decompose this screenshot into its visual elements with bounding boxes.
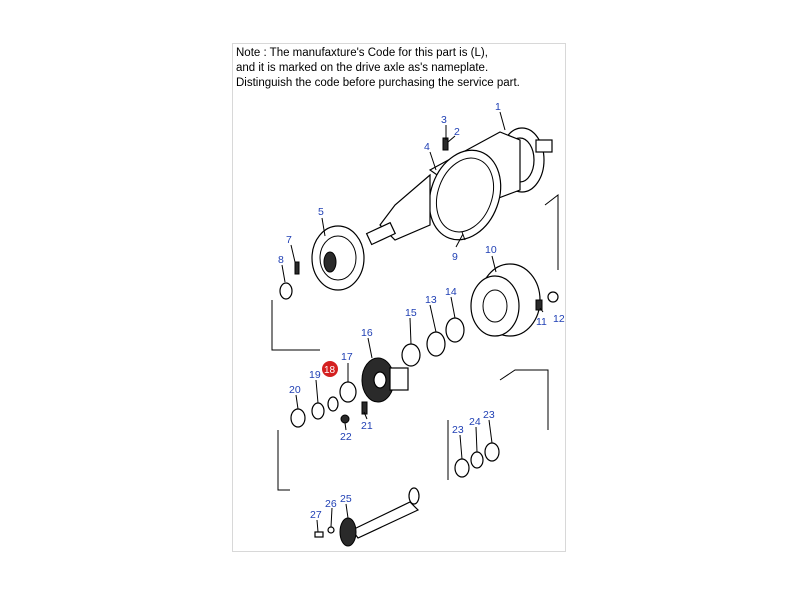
leader-lines [281,111,544,533]
washer-24-part[interactable] [470,451,484,469]
oring-18-part[interactable] [327,396,339,412]
callout-7[interactable]: 7 [286,234,292,246]
hub-part[interactable] [361,357,409,403]
callout-15[interactable]: 15 [405,307,417,319]
nut-12-part[interactable] [547,291,559,303]
callout-25[interactable]: 25 [340,493,352,505]
callout-13[interactable]: 13 [425,294,437,306]
brake-drum-part[interactable] [470,263,541,337]
callout-23-right[interactable]: 23 [483,409,495,421]
callout-5[interactable]: 5 [318,206,324,218]
stud-11-part[interactable] [535,299,543,311]
callout-11[interactable]: 11 [536,316,547,328]
seal-8-part[interactable] [279,282,293,300]
callout-22[interactable]: 22 [340,431,352,443]
callout-16[interactable]: 16 [361,327,373,339]
group-outline-right-top [544,193,559,270]
note-line-3: Distinguish the code before purchasing t… [236,77,520,89]
callout-20[interactable]: 20 [289,384,301,396]
callout-9[interactable]: 9 [452,251,458,263]
callout-26[interactable]: 26 [325,498,337,510]
nut-22-part[interactable] [340,414,350,424]
bearing-17-part[interactable] [339,381,357,403]
callout-17[interactable]: 17 [341,351,353,363]
axle-housing-part[interactable] [428,127,553,206]
callout-21[interactable]: 21 [361,420,373,432]
callout-8[interactable]: 8 [278,254,284,266]
brake-plate-part[interactable] [311,225,365,291]
group-outline-left [271,300,320,351]
pin-27-part[interactable] [314,531,324,538]
callout-18-highlight [322,361,338,377]
bolt-7-part[interactable] [294,261,300,275]
callout-3[interactable]: 3 [441,114,447,126]
callout-1[interactable]: 1 [495,101,501,113]
group-outline-right-mid [499,369,549,430]
callout-2[interactable]: 2 [454,126,460,138]
callout-27[interactable]: 27 [310,509,322,521]
axle-shaft-part[interactable] [339,487,420,547]
group-outline-lower-left [277,430,290,491]
callout-18[interactable]: 18 [324,365,336,376]
callout-23-left[interactable]: 23 [452,424,464,436]
callout-24[interactable]: 24 [469,416,481,428]
callout-12[interactable]: 12 [553,313,565,325]
callout-10[interactable]: 10 [485,244,497,256]
seal-20-part[interactable] [290,408,306,428]
nut-23b-part[interactable] [484,442,500,462]
seal-19-part[interactable] [311,402,325,420]
pin-26-part[interactable] [327,526,335,534]
carrier-housing-part[interactable] [365,140,513,250]
callout-14[interactable]: 14 [445,286,457,298]
gasket-part [461,231,466,241]
callout-4[interactable]: 4 [424,141,430,153]
ring-13-part[interactable] [426,331,446,357]
bearing-15-part[interactable] [401,343,421,367]
ring-14-part[interactable] [445,317,465,343]
manufacturer-note: Note : The manufaxture's Code for this p… [236,46,566,91]
note-line-1: Note : The manufaxture's Code for this p… [236,47,488,59]
note-line-2: and it is marked on the drive axle as's … [236,62,489,74]
nut-23a-part[interactable] [454,458,470,478]
callout-19[interactable]: 19 [309,369,321,381]
